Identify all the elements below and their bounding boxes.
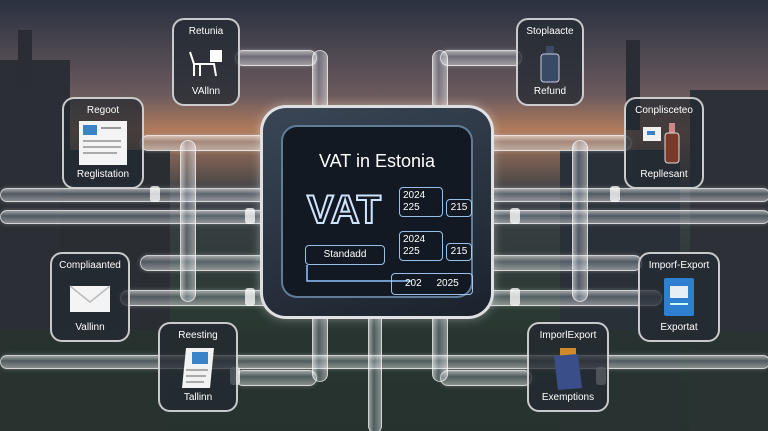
card-report-caption: Reglistation [76,169,130,180]
pipe-v-5 [368,310,382,431]
pipe-joint [510,208,520,224]
card-compliance-right-caption: Repllesant [640,169,688,180]
card-report[interactable]: Regoot Reglistation [62,97,144,189]
pipe-h-10 [440,50,522,66]
pipe-joint [510,288,520,306]
wallet-icon [554,348,582,390]
card-compliance-right[interactable]: Conplisceteo Repllesant [624,97,704,189]
vat-hub-chip: VAT in Estonia VAT 2024 225 215 2024 225… [260,105,494,319]
envelope-icon [69,285,111,312]
book-icon [664,278,694,316]
card-export-right-caption: Exportat [660,322,698,333]
bottle-icon [540,46,560,83]
pipe-h-7 [140,255,272,271]
bottle-icon [643,123,680,164]
card-export-right-title: Imporf-Export [648,260,710,271]
document-icon [79,121,127,165]
pipe-v-4 [432,310,448,382]
pipe-joint [610,186,620,202]
card-export-bottom-caption: Exemptions [541,392,595,403]
rate-box-1-line2: 225 [403,202,420,213]
pipe-joint [245,208,255,224]
rate-box-2-side: 215 [446,243,472,261]
vat-logo-icon: VAT [306,187,382,229]
pipe-h-12 [440,370,532,386]
connector-line [306,265,411,282]
pipe-h-6 [480,135,632,151]
pipe-h-4 [0,355,768,369]
pipe-v-3 [312,310,328,382]
rate-box-1: 2024 225 [399,187,443,217]
card-export-right[interactable]: Imporf-Export Exportat [638,252,720,342]
rate-box-1-side: 215 [446,199,472,217]
card-receipt-caption: Tallinn [183,392,213,403]
card-report-title: Regoot [86,105,120,116]
rate-box-2-side-value: 215 [450,246,468,257]
standard-rate-label: Standadd [305,245,385,265]
card-export-bottom[interactable]: ImporlExport Exemptions [527,322,609,412]
hub-title: VAT in Estonia [318,151,436,171]
period-box: 202 2025 [391,273,473,295]
card-receipt[interactable]: Reesting Tallinn [158,322,238,412]
pipe-h-9 [235,50,317,66]
pipe-v-7 [572,140,588,302]
card-returns-caption: VAllnn [191,86,221,97]
pipe-v-1 [312,50,328,112]
vat-hub-screen: VAT in Estonia VAT 2024 225 215 2024 225… [281,125,473,298]
rate-box-2-line2: 225 [403,246,420,257]
card-returns[interactable]: Retunia VAllnn [172,18,240,106]
card-receipt-title: Reesting [178,330,218,341]
pipe-joint [150,186,160,202]
card-compliance-left-title: Compliaanted [59,260,121,271]
receipt-icon [182,348,214,388]
rate-box-1-line1: 2024 [403,190,426,201]
card-export-bottom-title: ImporlExport [539,330,597,341]
vat-logo-text: VAT [307,188,381,229]
bg-tower-left [18,30,32,90]
pipe-joint [245,288,255,306]
pipe-h-11 [235,370,317,386]
card-refund[interactable]: Stoplaacte Refund [516,18,584,106]
standard-rate-text: Standadd [323,249,367,260]
card-compliance-right-title: Conplisceteo [635,105,693,116]
period-right: 2025 [436,278,459,289]
chair-icon [189,50,222,77]
card-compliance-left-caption: Vallinn [75,322,105,333]
card-refund-title: Stoplaacte [526,26,574,37]
pipe-v-6 [180,140,196,302]
rate-box-1-side-value: 215 [450,202,468,213]
card-compliance-left[interactable]: Compliaanted Vallinn [50,252,130,342]
period-left: 202 [405,278,422,289]
card-refund-caption: Refund [533,86,567,97]
rate-box-2-line1: 2024 [403,234,426,245]
bg-ground [0,330,768,431]
card-returns-title: Retunia [188,26,224,37]
pipe-h-8 [480,255,642,271]
rate-box-2: 2024 225 [399,231,443,261]
pipe-v-2 [432,50,448,112]
